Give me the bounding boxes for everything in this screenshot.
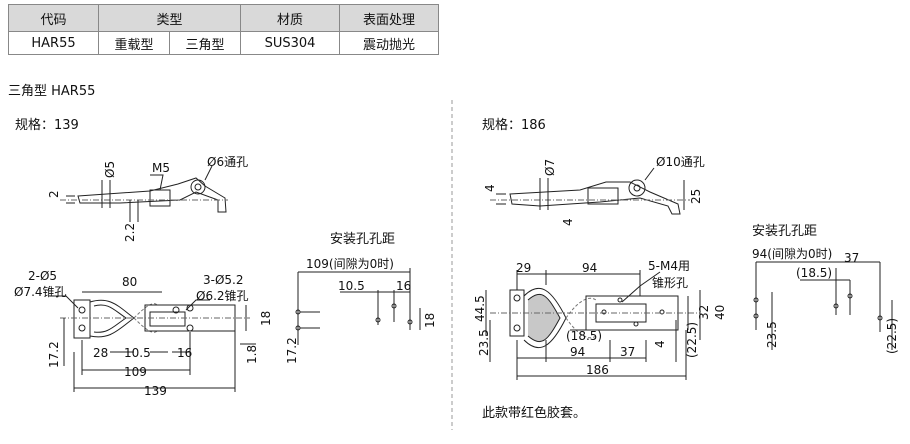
- mount-23-5: 23.5: [765, 321, 779, 348]
- table-header-row: 代码 类型 材质 表面处理: [8, 4, 439, 32]
- header-code: 代码: [8, 4, 99, 32]
- right-mount-title: 安装孔孔距: [752, 224, 818, 239]
- mount-37: 37: [844, 251, 859, 265]
- dim-18-5: (18.5): [566, 329, 602, 343]
- dim-2: 2: [47, 190, 61, 198]
- dim-16: 16: [177, 346, 192, 360]
- dim-3-d5-2: 3-Ø5.2: [203, 273, 244, 287]
- left-spec-label: 规格：139: [15, 118, 79, 133]
- dim-m4-cone: 锥形孔: [652, 276, 688, 290]
- dim-22-5: (22.5): [685, 322, 699, 358]
- dim-37: 37: [620, 345, 635, 359]
- header-surface: 表面处理: [339, 4, 439, 32]
- dim-d6-2: Ø6.2锥孔: [196, 289, 249, 303]
- mount-18-5: (18.5): [796, 266, 832, 280]
- dim-25: 25: [689, 189, 703, 204]
- dim-32: 32: [697, 305, 711, 320]
- dim-139: 139: [144, 384, 167, 398]
- dim-hole6: Ø6通孔: [207, 155, 248, 169]
- right-top-view: [485, 270, 701, 380]
- mount-17-2: 17.2: [285, 337, 299, 364]
- right-mount-pattern: [753, 261, 893, 350]
- dim-d7-4: Ø7.4锥孔: [14, 285, 67, 299]
- cell-type-a: 重载型: [98, 31, 170, 55]
- dim-d5: Ø5: [103, 161, 117, 178]
- dim-40: 40: [713, 305, 727, 320]
- dim-109: 109: [124, 365, 147, 379]
- dim-23-5: 23.5: [477, 329, 491, 356]
- right-side-view: [490, 167, 690, 215]
- dim-m5: M5: [152, 161, 170, 175]
- dim-94b: 94: [570, 345, 585, 359]
- dim-m4: 5-M4用: [648, 259, 690, 273]
- cell-type-b: 三角型: [169, 31, 241, 55]
- section-title: 三角型 HAR55: [8, 84, 96, 99]
- rubber-sleeve-note: 此款带红色胶套。: [482, 406, 587, 421]
- dim-186: 186: [586, 363, 609, 377]
- mount-94: 94(间隙为0时): [752, 247, 832, 261]
- mount-22-5: (22.5): [885, 318, 899, 354]
- dim-44-5: 44.5: [473, 295, 487, 322]
- dim-4: 4: [483, 184, 497, 192]
- mount-109: 109(间隙为0时): [306, 257, 394, 271]
- dim-17-2: 17.2: [47, 341, 61, 368]
- mount-18: 18: [423, 313, 437, 328]
- dim-18: 18: [259, 311, 273, 326]
- dim-94: 94: [582, 261, 597, 275]
- left-mount-pattern: [295, 268, 421, 345]
- dim-2-2: 2.2: [123, 223, 137, 242]
- dim-80: 80: [122, 275, 137, 289]
- spec-table: 代码 类型 材质 表面处理 HAR55 重载型 三角型 SUS304 震动抛光: [8, 4, 439, 55]
- left-side-view: [60, 165, 228, 222]
- dim-28: 28: [93, 346, 108, 360]
- left-mount-title: 安装孔孔距: [330, 232, 396, 247]
- cell-surface: 震动抛光: [339, 31, 439, 55]
- dim-4c: 4: [653, 340, 667, 348]
- cell-code: HAR55: [8, 31, 99, 55]
- dim-1-8: 1.8: [245, 345, 259, 364]
- dim-hole10: Ø10通孔: [656, 155, 705, 169]
- dim-29: 29: [516, 261, 531, 275]
- dim-d7: Ø7: [543, 159, 557, 176]
- table-row: HAR55 重载型 三角型 SUS304 震动抛光: [8, 31, 439, 55]
- left-top-view: [50, 291, 256, 392]
- mount-10-5: 10.5: [338, 279, 365, 293]
- mount-16: 16: [396, 279, 411, 293]
- dim-10-5: 10.5: [124, 346, 151, 360]
- cell-material: SUS304: [240, 31, 340, 55]
- dim-2-d5: 2-Ø5: [28, 269, 57, 283]
- dim-4b: 4: [561, 218, 575, 226]
- right-spec-label: 规格：186: [482, 118, 546, 133]
